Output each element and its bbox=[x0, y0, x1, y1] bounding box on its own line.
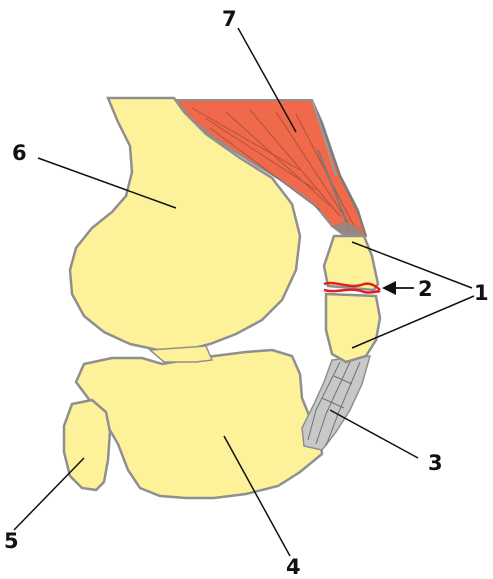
patellar-ligament bbox=[302, 356, 370, 450]
label-6: 6 bbox=[12, 141, 27, 165]
fibula-bone bbox=[64, 400, 110, 490]
leader-line-3 bbox=[330, 410, 418, 458]
label-2: 2 bbox=[418, 277, 433, 301]
leader-line-5 bbox=[14, 458, 84, 530]
label-1: 1 bbox=[474, 281, 489, 305]
label-5: 5 bbox=[4, 529, 19, 553]
label-3: 3 bbox=[428, 451, 443, 475]
patella-upper-fragment bbox=[324, 236, 378, 290]
tibia-bone bbox=[76, 350, 322, 498]
fracture-arrow bbox=[382, 281, 414, 295]
label-4: 4 bbox=[286, 555, 301, 579]
patella-lower-fragment bbox=[326, 294, 380, 362]
label-7: 7 bbox=[222, 7, 237, 31]
